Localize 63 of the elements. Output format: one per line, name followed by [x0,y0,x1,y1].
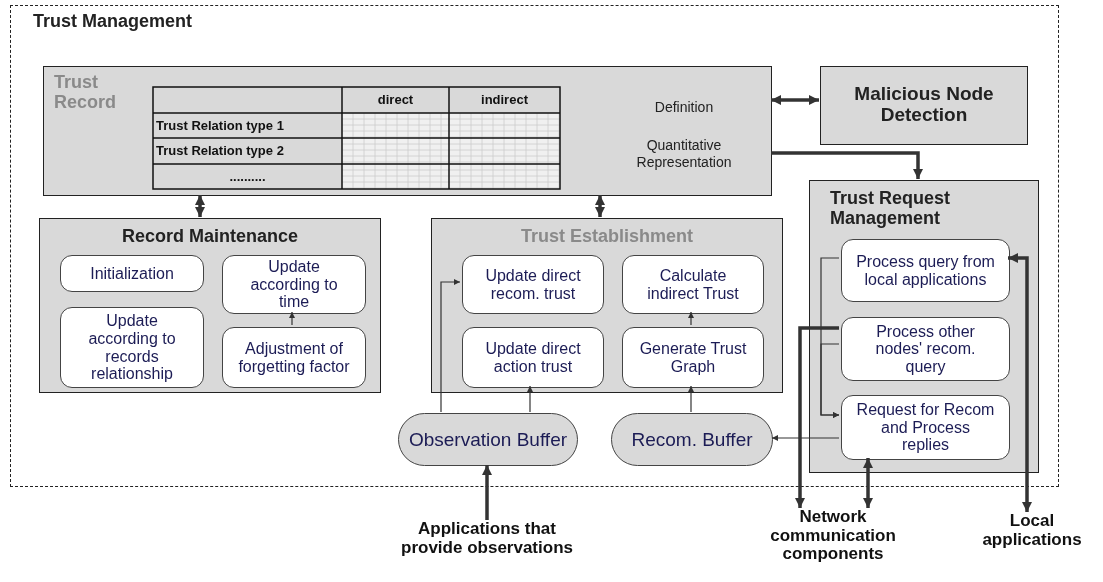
module-box [39,218,381,393]
heading: Trust Establishment [519,227,694,247]
label-text: Quantitative Representation [635,137,733,171]
label-text: Network communication components [769,508,897,565]
heading: Malicious Node Detection [853,84,995,126]
label-text: Calculate indirect Trust [646,266,740,303]
arrow [595,195,605,217]
label-text: Update according to time [249,258,339,311]
module-box [809,180,1039,473]
heading: Record Maintenance [120,227,299,247]
process-box [622,327,764,388]
buffer-pill [611,413,773,466]
label-text: Observation Buffer [408,429,568,450]
label-text: Process other nodes' recom. query [874,322,977,376]
label-text: Generate Trust Graph [638,339,748,376]
buffer-pill [398,413,578,466]
label-text: Update direct recom. trust [484,266,582,303]
process-box [841,395,1010,460]
arrow [688,385,694,413]
arrow [771,151,923,179]
arrow [527,385,533,413]
label-text: Local applications [981,512,1083,550]
process-box [222,255,366,314]
arrow [820,343,840,418]
heading: Trust Management [33,12,193,32]
arrow [863,458,873,508]
group-boundary [10,5,1059,487]
label-text: Update according to records relationship [87,312,177,383]
column-header: indirect [480,92,529,107]
module-box [431,218,783,393]
label-text: Adjustment of forgetting factor [237,339,351,376]
row-label: Trust Relation type 1 [156,118,285,133]
process-box [60,255,204,292]
row-label: Trust Relation type 2 [156,143,285,158]
module-box [820,66,1028,145]
arrow [771,95,819,105]
arrow [440,279,461,413]
label-text: Definition [653,99,715,116]
heading: Trust Request Management [830,189,952,229]
process-box [222,327,366,388]
arrow [289,311,295,326]
label-text: Request for Recom and Process replies [855,401,996,454]
arrow [195,195,205,217]
module-box [43,66,772,196]
label-text: Initialization [89,264,175,283]
heading: Trust Record [54,73,117,113]
label-text: Recom. Buffer [631,429,753,450]
column-header: direct [376,92,415,107]
arrow [1008,253,1032,512]
arrow [771,435,840,441]
process-box [841,239,1010,302]
process-box [462,255,604,314]
arrow [482,465,492,520]
process-box [462,327,604,388]
label-text: Applications that provide observations [400,520,574,558]
arrow [688,311,694,326]
process-box [841,317,1010,381]
process-box [622,255,764,314]
row-label: .......... [228,169,267,184]
label-text: Update direct action trust [484,339,582,376]
label-text: Process query from local applications [855,252,996,289]
arrow [795,326,839,508]
process-box [60,307,204,388]
